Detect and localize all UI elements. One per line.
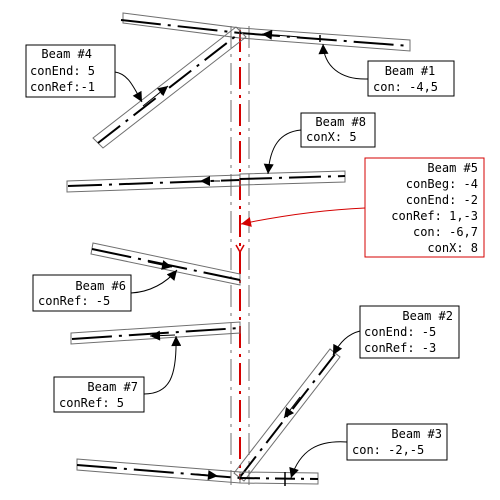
callout-beam-2-line-2: conEnd: -5: [364, 325, 436, 339]
callout-beam-5-line-2: conBeg: -4: [406, 177, 478, 191]
callout-beam-5-line-3: conEnd: -2: [406, 193, 478, 207]
callout-beam-6-line-2: conRef: -5: [38, 294, 110, 308]
callout-beam-7-line-1: Beam #7: [87, 380, 138, 394]
beam-4-diagonal: [92, 26, 247, 149]
beam-top-left: [120, 12, 241, 39]
beam-6: [90, 242, 241, 286]
callout-beam-7: Beam #7 conRef: 5: [53, 335, 182, 413]
callout-beam-8-line-1: Beam #8: [315, 115, 366, 129]
callout-beam-8-line-2: conX: 5: [306, 130, 357, 144]
callout-beam-5: Beam #5 conBeg: -4 conEnd: -2 conRef: 1,…: [240, 157, 485, 258]
leader-beam-4: [114, 71, 143, 103]
callout-beam-3: Beam #3 con: -2,-5: [289, 423, 448, 479]
column-end-mark: [235, 244, 245, 254]
leader-beam-7: [143, 335, 182, 395]
beam-bottom-left: [76, 458, 241, 484]
callout-beam-5-line-5: con: -6,7: [413, 225, 478, 239]
leader-beam-3: [289, 441, 348, 479]
callout-beam-4-line-2: conEnd: 5: [30, 64, 95, 78]
callout-beam-5-line-1: Beam #5: [427, 161, 478, 175]
callout-beam-1-line-2: con: -4,5: [373, 80, 438, 94]
callout-beam-4-line-1: Beam #4: [41, 47, 92, 61]
callout-beam-8: Beam #8 conX: 5: [263, 112, 376, 175]
callout-beam-2: Beam #2 conEnd: -5 conRef: -3: [332, 305, 460, 359]
leader-beam-8: [263, 129, 302, 175]
callout-beam-1: Beam #1 con: -4,5: [318, 43, 455, 97]
leader-beam-2: [332, 330, 361, 356]
beam-2-diagonal: [233, 348, 341, 482]
callout-beam-6: Beam #6 conRef: -5: [32, 269, 178, 312]
beam-8-right: [239, 170, 346, 186]
column-beam-5: [230, 26, 250, 485]
beam-1: [239, 27, 411, 52]
callout-beam-3-line-2: con: -2,-5: [352, 443, 424, 457]
callout-beam-4-line-3: conRef:-1: [30, 80, 95, 94]
beam-8-left: [66, 174, 241, 193]
callout-beam-5-line-4: conRef: 1,-3: [391, 209, 478, 223]
callout-beam-4: Beam #4 conEnd: 5 conRef:-1: [25, 44, 143, 103]
callout-beam-2-line-3: conRef: -3: [364, 341, 436, 355]
callout-beam-7-line-2: conRef: 5: [59, 396, 124, 410]
callout-beam-3-line-1: Beam #3: [391, 427, 442, 441]
callout-beam-6-line-1: Beam #6: [75, 279, 126, 293]
leader-beam-5: [240, 207, 366, 227]
callout-beam-1-line-1: Beam #1: [385, 64, 436, 78]
leader-beam-6: [130, 269, 178, 294]
leader-beam-1: [318, 43, 369, 80]
beam-3: [239, 471, 319, 486]
beam-7: [70, 321, 241, 345]
callout-beam-5-line-6: conX: 8: [427, 241, 478, 255]
callout-beam-2-line-1: Beam #2: [402, 309, 453, 323]
